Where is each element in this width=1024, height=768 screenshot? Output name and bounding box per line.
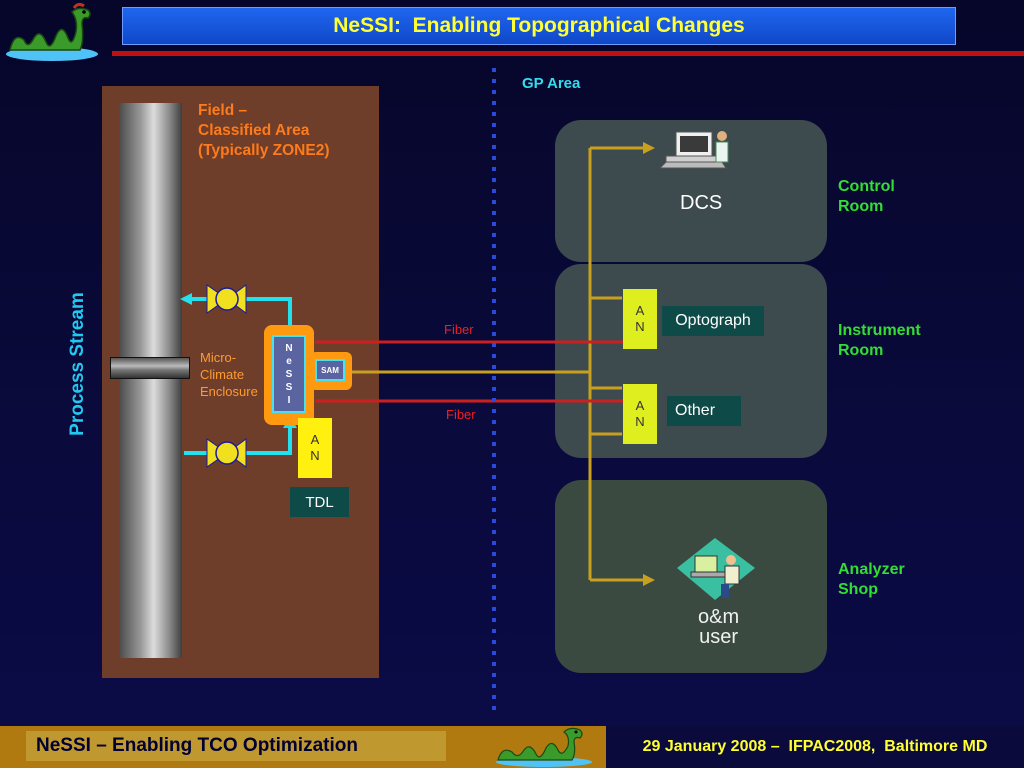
field-area-label: Field – Classified Area (Typically ZONE2… — [198, 102, 330, 159]
footer-left-text: NeSSI – Enabling TCO Optimization — [26, 731, 446, 761]
instrument-room-label: Instrument Room — [838, 322, 921, 359]
om-user-label: o&m user — [698, 606, 740, 648]
an-letter: N — [635, 319, 645, 334]
return-arrow-head — [180, 293, 192, 305]
sample-return-line — [246, 297, 292, 330]
nessi-letter: I — [287, 394, 291, 406]
fiber-label-bottom: Fiber — [446, 407, 476, 422]
nessi-letter: S — [285, 381, 293, 393]
tdl-box: TDL — [290, 487, 349, 517]
control-room-label: Control Room — [838, 178, 895, 215]
an-letter: N — [635, 414, 645, 429]
nessi-letter: S — [285, 368, 293, 380]
sample-supply-line-2 — [246, 420, 292, 455]
footer-nessie-logo — [496, 727, 592, 767]
nessi-block: N e S S I — [272, 335, 306, 413]
instrument-analyzer-2: A N — [623, 384, 657, 444]
field-analyzer-box: A N — [298, 418, 332, 478]
gp-area-label: GP Area — [522, 75, 581, 92]
slide-title: NeSSI: Enabling Topographical Changes — [122, 7, 956, 45]
nessie-logo — [6, 2, 98, 61]
footer-right-text: 29 January 2008 – IFPAC2008, Baltimore M… — [606, 726, 1024, 768]
nessi-letter: N — [285, 342, 293, 354]
operator-computer-icon — [660, 131, 729, 169]
valve-bottom-icon — [206, 438, 247, 468]
sam-block: SAM — [315, 359, 345, 381]
om-user-icon — [677, 538, 755, 600]
dcs-label: DCS — [680, 192, 723, 214]
nessi-letter: e — [286, 355, 292, 367]
title-underline — [112, 51, 1024, 56]
an-letter: A — [635, 303, 645, 318]
pipe-flange — [110, 357, 190, 379]
an-letter: N — [310, 448, 320, 463]
optograph-box: Optograph — [662, 306, 764, 336]
enclosure-label: Micro- Climate Enclosure — [200, 350, 258, 399]
instrument-analyzer-1: A N — [623, 289, 657, 349]
process-pipe — [119, 103, 182, 658]
an-letter: A — [310, 432, 320, 447]
other-box: Other — [667, 396, 741, 426]
analyzer-shop-label: Analyzer Shop — [838, 561, 905, 598]
an-letter: A — [635, 398, 645, 413]
fiber-label-top: Fiber — [444, 322, 474, 337]
valve-top-icon — [206, 284, 247, 314]
